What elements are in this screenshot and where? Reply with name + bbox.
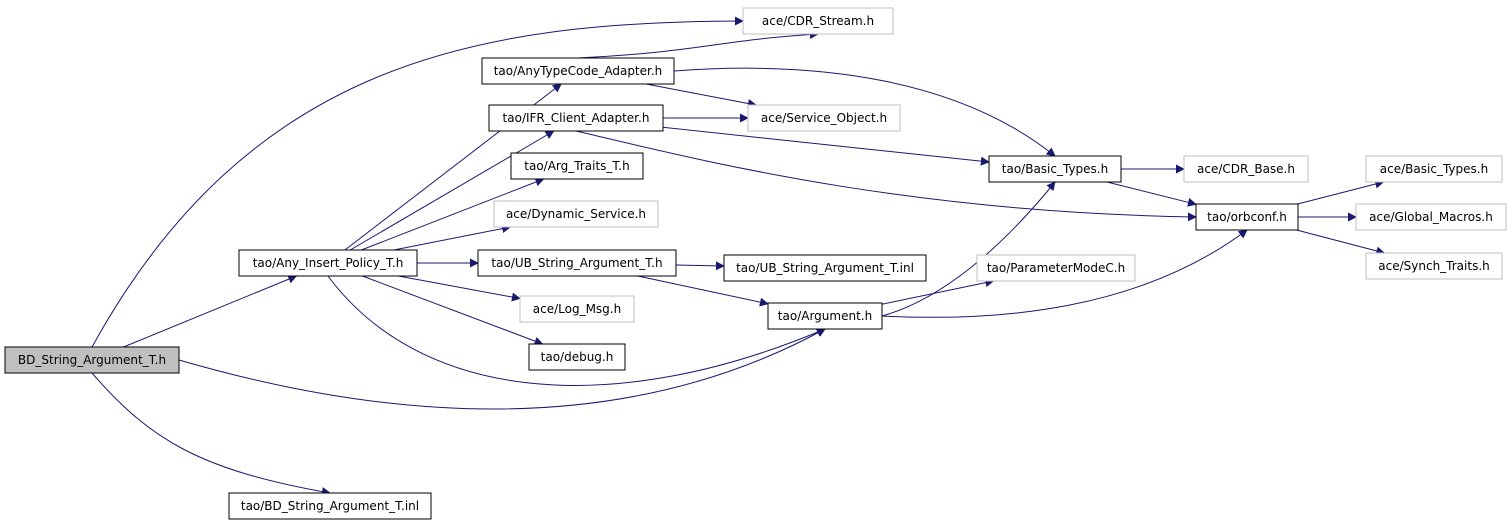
node-box xyxy=(1355,203,1507,231)
node-box xyxy=(510,152,644,180)
node-globalmacros[interactable]: ace/Global_Macros.h xyxy=(1355,203,1507,231)
edge-argument-to-pmc xyxy=(881,278,995,305)
node-box xyxy=(747,104,901,132)
node-logmsg[interactable]: ace/Log_Msg.h xyxy=(519,295,635,323)
node-label: tao/Arg_Traits_T.h xyxy=(524,159,629,173)
node-box xyxy=(1365,155,1503,183)
edge-argument-to-orbconf xyxy=(881,229,1248,318)
node-box xyxy=(493,200,659,228)
edge-argument-to-basic xyxy=(881,181,1056,317)
node-bdinl[interactable]: tao/BD_String_Argument_T.inl xyxy=(228,492,432,520)
edge-aip-to-debug xyxy=(362,275,544,346)
node-box xyxy=(1365,252,1503,280)
node-orbconf[interactable]: tao/orbconf.h xyxy=(1195,203,1299,231)
node-label: ace/CDR_Base.h xyxy=(1197,162,1295,176)
node-label: tao/ParameterModeC.h xyxy=(987,261,1125,275)
edges-layer xyxy=(91,16,1386,497)
node-dynsvc[interactable]: ace/Dynamic_Service.h xyxy=(493,200,659,228)
node-aip[interactable]: tao/Any_Insert_Policy_T.h xyxy=(238,249,418,277)
node-box xyxy=(519,295,635,323)
edge-aip-to-logmsg xyxy=(398,275,521,302)
node-label: BD_String_Argument_T.h xyxy=(18,353,166,367)
edge-ifr-to-orbconf xyxy=(575,130,1197,222)
node-label: tao/BD_String_Argument_T.inl xyxy=(241,499,419,513)
edge-basic-to-orbconf xyxy=(1106,181,1197,207)
edge-ubsa-to-ubsainl xyxy=(675,261,725,271)
node-root[interactable]: BD_String_Argument_T.h xyxy=(4,346,180,374)
node-cdrbase[interactable]: ace/CDR_Base.h xyxy=(1183,155,1309,183)
node-label: ace/CDR_Stream.h xyxy=(762,14,874,28)
node-svcobj[interactable]: ace/Service_Object.h xyxy=(747,104,901,132)
edge-aip-to-ifr xyxy=(349,130,555,251)
node-label: tao/UB_String_Argument_T.h xyxy=(491,256,662,270)
node-cdrstream[interactable]: ace/CDR_Stream.h xyxy=(742,7,894,35)
edge-root-to-cdrstream xyxy=(91,16,744,348)
node-box xyxy=(1195,203,1299,231)
edge-atca-to-svcobj xyxy=(645,83,757,108)
node-box xyxy=(767,302,883,330)
edge-root-to-aip xyxy=(123,274,298,348)
node-atca[interactable]: tao/AnyTypeCode_Adapter.h xyxy=(481,57,675,85)
node-ifr[interactable]: tao/IFR_Client_Adapter.h xyxy=(488,104,664,132)
edge-aip-to-argument xyxy=(327,275,826,386)
node-argument[interactable]: tao/Argument.h xyxy=(767,302,883,330)
node-label: ace/Basic_Types.h xyxy=(1380,162,1488,176)
node-label: tao/UB_String_Argument_T.inl xyxy=(736,261,914,275)
node-label: ace/Dynamic_Service.h xyxy=(506,207,646,221)
node-label: ace/Log_Msg.h xyxy=(533,302,621,316)
edge-root-to-argument xyxy=(178,328,826,410)
edge-ifr-to-basic xyxy=(662,126,990,166)
edge-aip-to-dynsvc xyxy=(393,224,512,251)
node-label: ace/Synch_Traits.h xyxy=(1378,259,1489,273)
node-label: tao/Any_Insert_Policy_T.h xyxy=(253,256,404,270)
node-label: tao/debug.h xyxy=(541,350,614,364)
node-box xyxy=(1183,155,1309,183)
node-ubsa[interactable]: tao/UB_String_Argument_T.h xyxy=(477,249,677,277)
node-debug[interactable]: tao/debug.h xyxy=(528,343,626,371)
node-box xyxy=(477,249,677,277)
node-box xyxy=(528,343,626,371)
node-label: tao/AnyTypeCode_Adapter.h xyxy=(494,64,663,78)
node-argtraits[interactable]: tao/Arg_Traits_T.h xyxy=(510,152,644,180)
node-box xyxy=(976,254,1136,282)
node-box xyxy=(988,155,1122,183)
node-box xyxy=(481,57,675,85)
nodes-layer: BD_String_Argument_T.h tao/Any_Insert_Pol… xyxy=(4,7,1507,520)
edge-ubsa-to-argument xyxy=(637,275,769,307)
node-box xyxy=(238,249,418,277)
node-box xyxy=(742,7,894,35)
node-label: tao/IFR_Client_Adapter.h xyxy=(503,111,650,125)
node-box xyxy=(488,104,664,132)
node-box xyxy=(723,254,927,282)
edge-aip-to-argtraits xyxy=(361,177,545,251)
edge-orbconf-to-acebasic xyxy=(1297,179,1385,205)
node-label: tao/orbconf.h xyxy=(1207,210,1287,224)
node-acebasic[interactable]: ace/Basic_Types.h xyxy=(1365,155,1503,183)
node-label: tao/Argument.h xyxy=(778,309,872,323)
node-box xyxy=(228,492,432,520)
node-ubsainl[interactable]: tao/UB_String_Argument_T.inl xyxy=(723,254,927,282)
edge-root-to-bdinl xyxy=(91,372,331,497)
node-basic[interactable]: tao/Basic_Types.h xyxy=(988,155,1122,183)
node-synch[interactable]: ace/Synch_Traits.h xyxy=(1365,252,1503,280)
node-label: tao/Basic_Types.h xyxy=(1002,162,1108,176)
node-box xyxy=(4,346,180,374)
node-label: ace/Service_Object.h xyxy=(761,111,887,125)
node-pmc[interactable]: tao/ParameterModeC.h xyxy=(976,254,1136,282)
edge-atca-to-basic xyxy=(673,67,1056,157)
edge-atca-to-cdrstream xyxy=(577,30,819,59)
node-label: ace/Global_Macros.h xyxy=(1369,210,1493,224)
edge-orbconf-to-synch xyxy=(1296,229,1386,256)
